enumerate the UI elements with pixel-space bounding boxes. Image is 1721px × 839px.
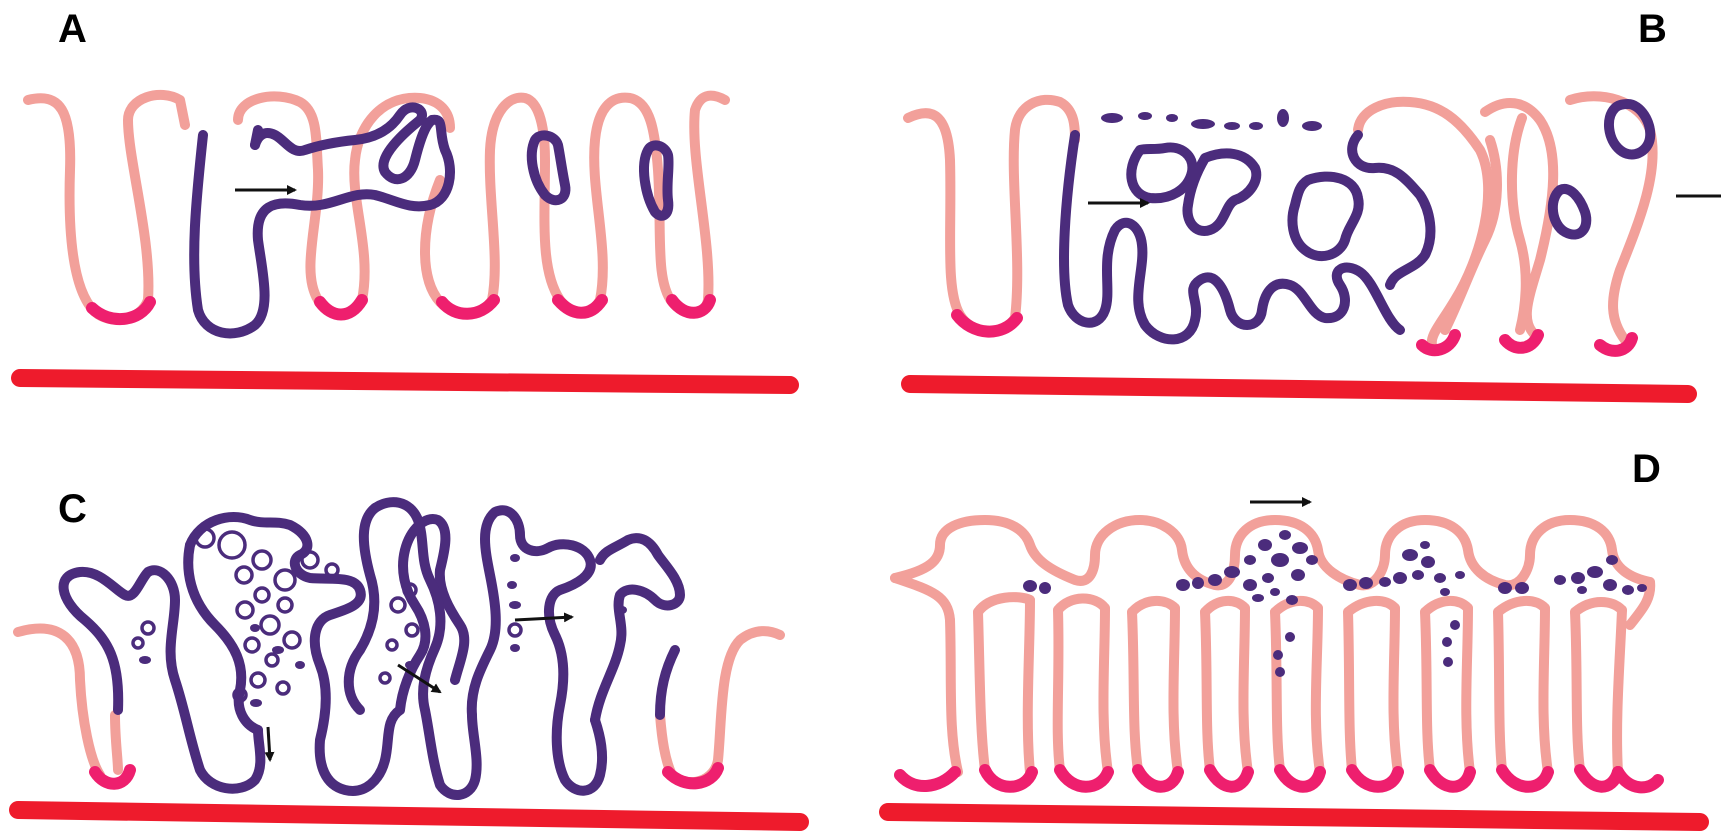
dysplastic-crypt-wall [1553,189,1586,235]
surface-epithelium [895,578,950,620]
crypt-base [672,300,710,313]
dysplastic-crypt-wall [472,510,602,790]
muscularis-line [910,384,1688,394]
dysplastic-crypt-wall [1292,177,1358,257]
muscularis-line [888,812,1700,822]
muscularis-line [20,378,790,385]
panel-a: A [20,7,790,385]
normal-crypt-wall [18,629,100,775]
crypt-base [1600,338,1632,351]
dysplastic-crypt-wall [255,130,258,145]
crypt-base [957,315,1017,332]
dysplastic-crypt-wall [1131,147,1192,198]
dysplastic-crypt-wall [400,519,464,710]
panel-c: C [18,487,800,822]
shed-cells [1273,620,1460,677]
crypt-bases [900,770,1658,787]
normal-crypt-wall [908,100,1075,332]
normal-crypt-wall [425,96,725,314]
arrow-icon [515,617,572,620]
crypt-base [92,302,150,319]
normal-crypt-wall [1512,118,1526,330]
normal-crypt-wall [28,95,185,320]
dysplastic-crypt-wall [1187,153,1256,231]
crypt-base [1505,335,1538,348]
crypt-base [1422,335,1455,350]
crypt-base [95,770,130,784]
normal-crypt-wall [115,715,118,770]
surface-fragments [1101,109,1322,131]
panel-label-c: C [58,487,87,531]
crypt-base [668,768,718,783]
crypt-tubes [950,597,1622,772]
crypt-base [558,300,602,313]
panel-label-b: B [1638,7,1667,51]
panel-d: D [888,447,1700,822]
muscularis-line [18,810,800,822]
crypt-base [442,300,494,314]
panel-label-a: A [58,7,87,51]
normal-crypt-wall [1358,102,1488,345]
panel-label-d: D [1632,447,1661,491]
arrow-icon [268,727,270,760]
dysplastic-crypt-wall [1609,104,1650,154]
dysplastic-crypt-wall [1352,135,1430,285]
dysplastic-cell-clusters [1023,530,1647,605]
crypt-base [320,300,362,315]
panel-b: B [908,7,1721,394]
dysplastic-crypt-wall [595,538,680,720]
dysplastic-crypt-wall [660,650,675,715]
